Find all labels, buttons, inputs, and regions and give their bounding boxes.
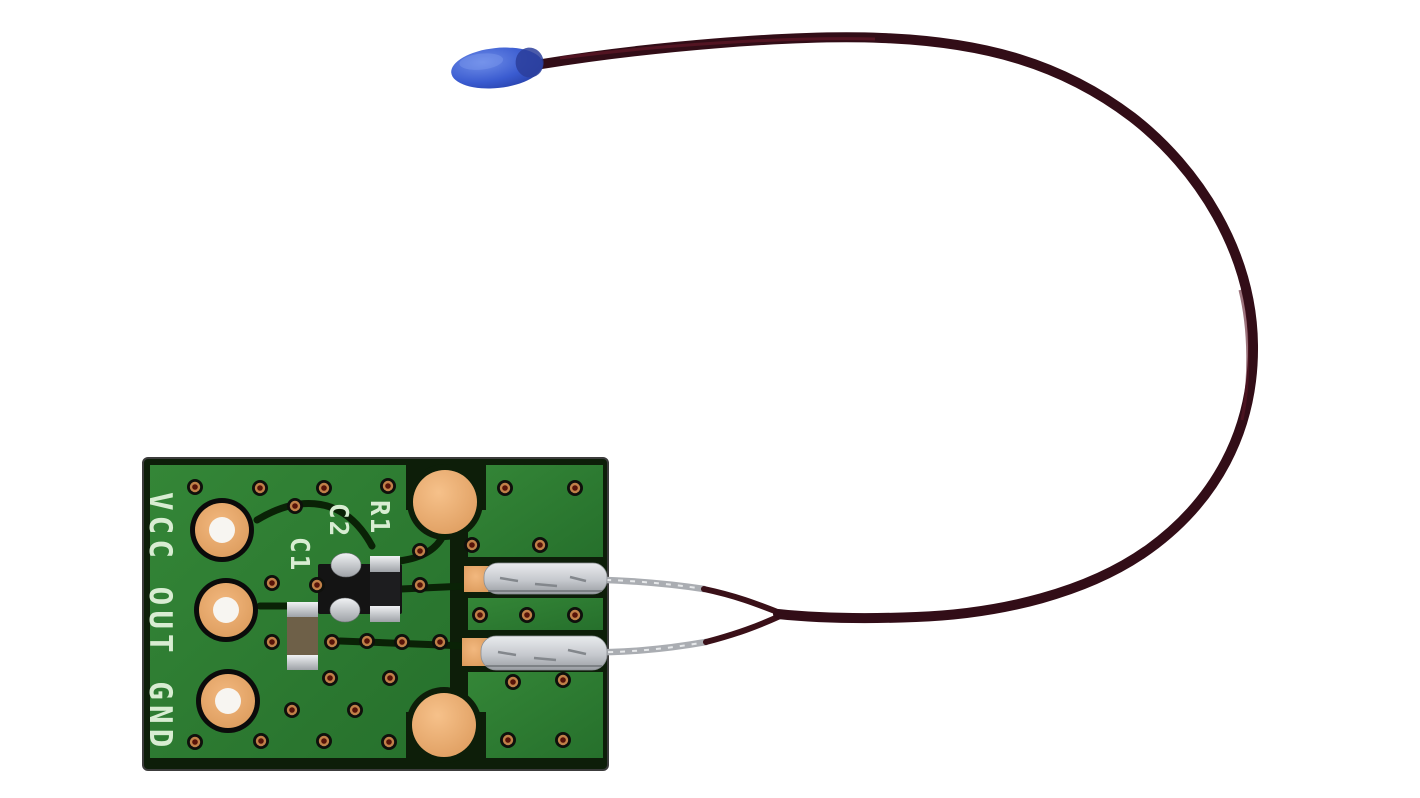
wire-loop xyxy=(537,32,1259,623)
silkscreen-label-r1: R1 xyxy=(364,500,394,535)
silkscreen-label-c1: C1 xyxy=(284,537,314,572)
smd-components xyxy=(287,552,402,670)
solder-joint-bottom xyxy=(480,635,608,671)
r1-chip xyxy=(370,556,400,622)
copper-pour-circle-top xyxy=(413,470,477,534)
silkscreen-pin-labels: VCC OUT GND xyxy=(142,492,178,752)
copper-pour-circle-bottom xyxy=(412,693,476,757)
out-pad xyxy=(194,578,258,642)
soldermask-right-bottom-panel xyxy=(468,672,603,758)
gnd-pad xyxy=(196,669,260,733)
solder-joint-top xyxy=(483,562,608,595)
thermistor-bead xyxy=(451,47,544,89)
c2-solder-end-bottom xyxy=(329,597,361,623)
thermistor-wire xyxy=(537,32,1259,645)
c2-solder-end-top xyxy=(330,552,362,578)
c1-chip xyxy=(287,602,318,670)
silkscreen-label-c2: C2 xyxy=(323,503,353,538)
pcb-board xyxy=(142,457,609,771)
vcc-pad xyxy=(190,498,254,562)
